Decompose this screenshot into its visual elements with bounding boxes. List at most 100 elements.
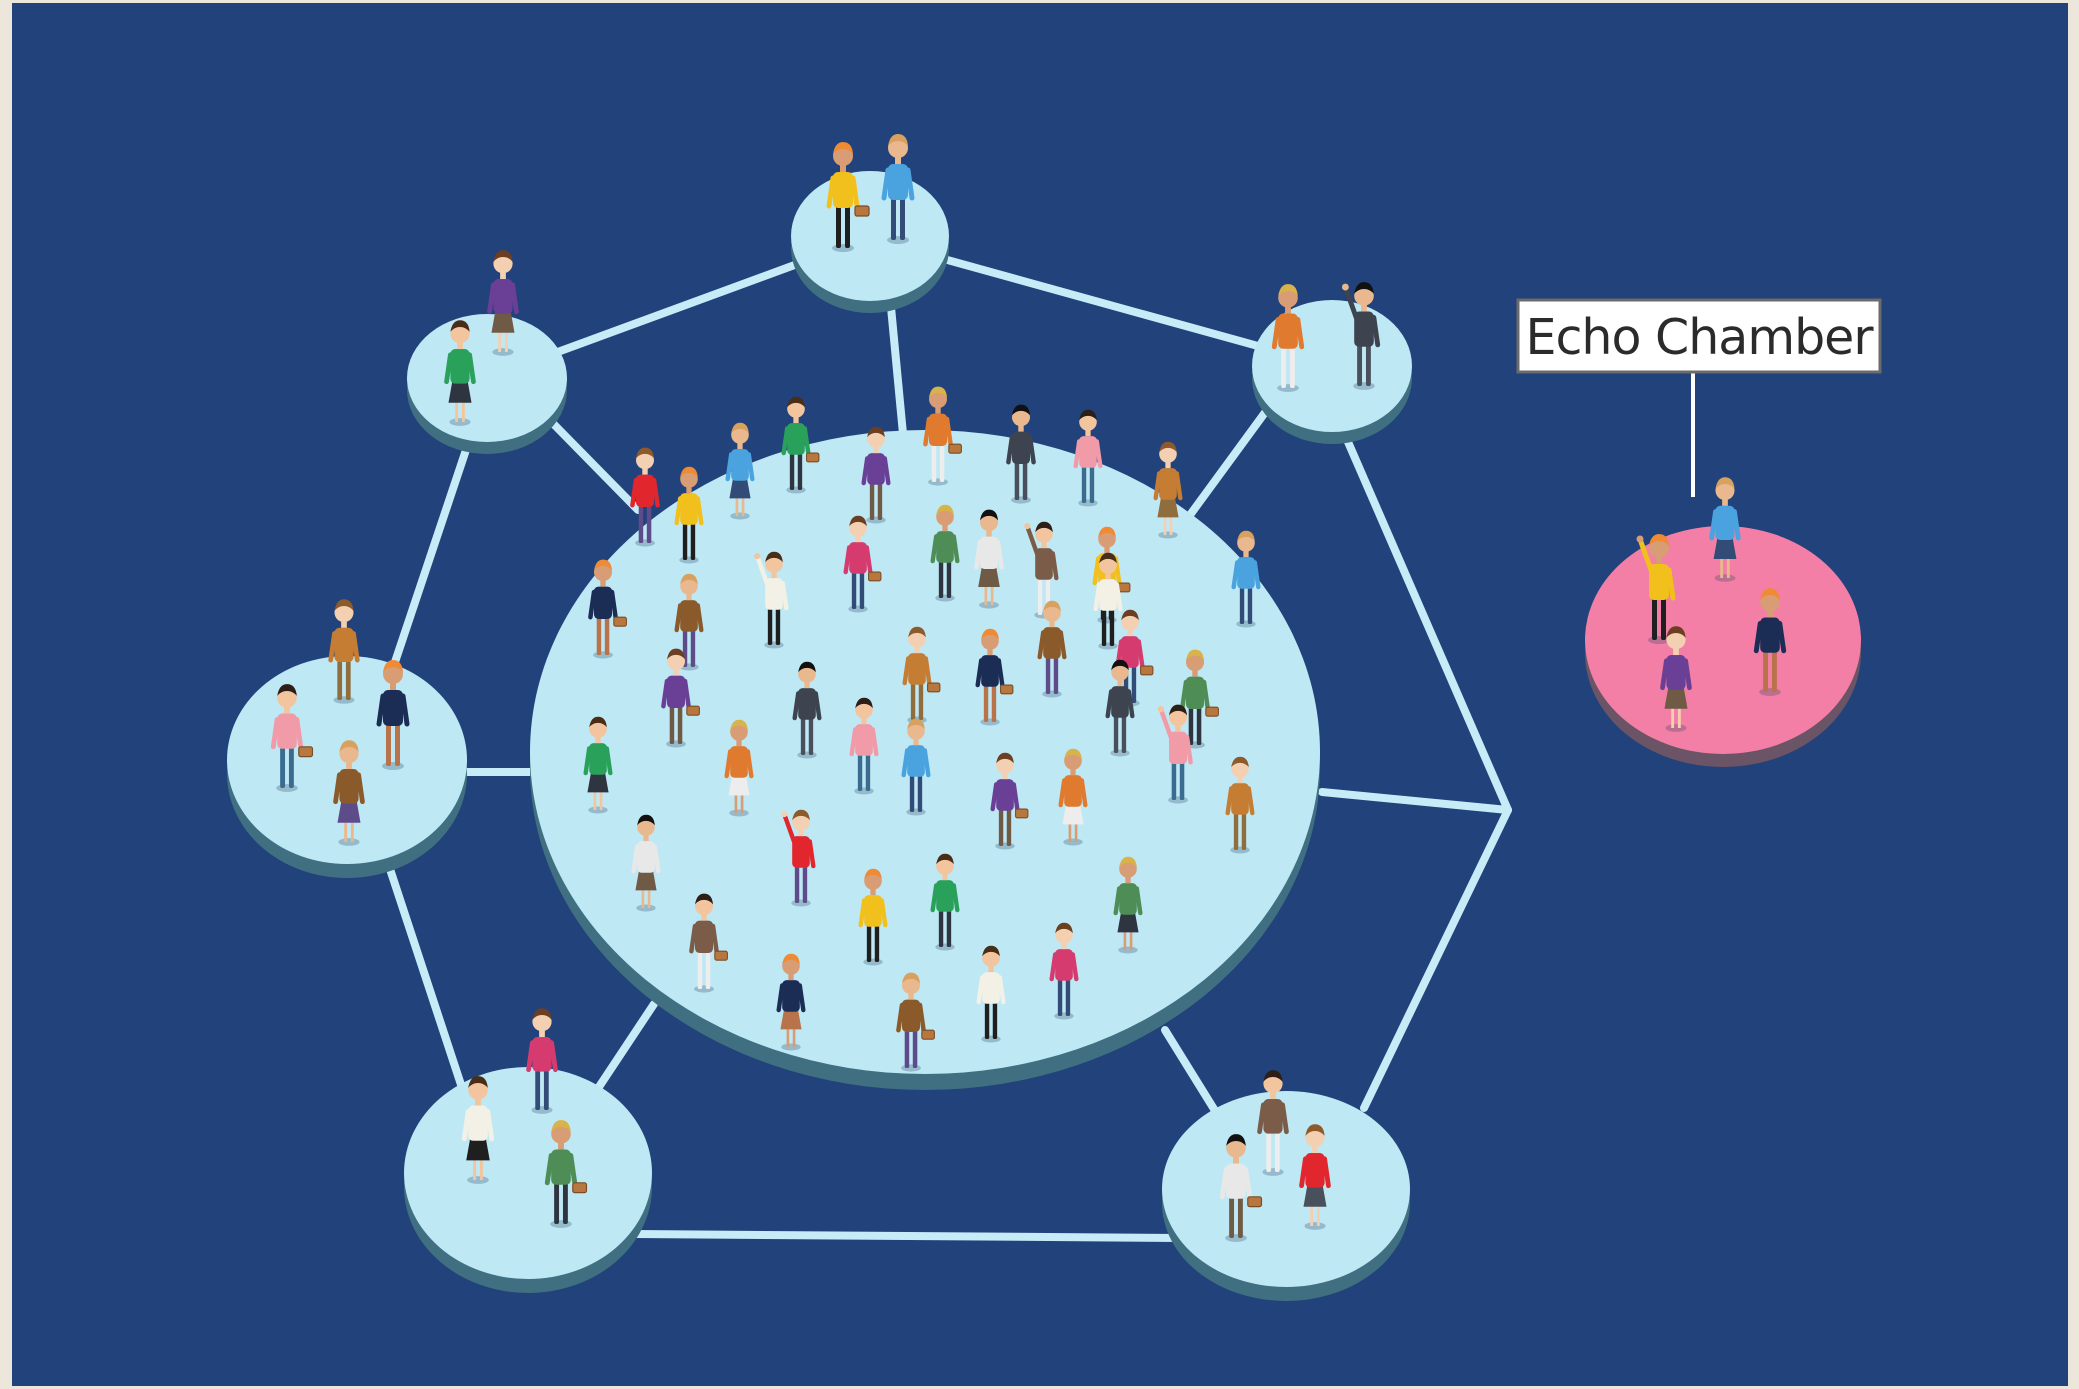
person-figure — [776, 953, 806, 1051]
person-right-leg — [504, 332, 508, 352]
person-raised-hand — [1341, 283, 1349, 291]
person-left-leg — [1113, 716, 1119, 753]
person-neck — [988, 965, 994, 973]
person-hair — [1278, 284, 1298, 296]
person-left-leg — [455, 402, 459, 422]
person-head — [929, 390, 947, 409]
person-head — [636, 451, 654, 470]
person-right-leg — [690, 523, 696, 560]
person-left-leg — [1229, 1196, 1235, 1238]
person-torso — [1354, 311, 1374, 347]
person-right-leg — [1169, 517, 1173, 535]
person-left-arm — [975, 658, 984, 688]
person-shadow — [1714, 574, 1736, 582]
person-hair — [936, 504, 954, 516]
person-left-arm — [1073, 439, 1082, 469]
person-figure — [896, 972, 935, 1072]
person-right-leg — [1289, 346, 1295, 388]
person-hair — [730, 719, 748, 731]
person-left-leg — [473, 1160, 477, 1180]
person-left-arm — [1180, 679, 1189, 710]
person-head — [1055, 926, 1073, 944]
person-hair — [792, 809, 810, 821]
person-right-arm — [1011, 782, 1020, 812]
person-head — [787, 400, 805, 418]
person-head — [493, 254, 513, 274]
person-torso — [468, 1105, 488, 1141]
person-shadow — [797, 751, 817, 759]
person-right-arm — [797, 983, 806, 1013]
person-hair — [1098, 526, 1116, 538]
person-neck — [798, 829, 804, 837]
person-left-arm — [923, 416, 932, 447]
person-left-arm — [776, 983, 785, 1013]
person-raised-arm — [782, 814, 797, 844]
person-left-leg — [938, 910, 944, 947]
person-figure — [661, 648, 700, 748]
person-raised-hand — [1157, 705, 1165, 713]
briefcase-icon — [868, 571, 882, 582]
person-right-leg — [647, 890, 651, 908]
person-right-leg — [946, 561, 952, 598]
person-head — [637, 818, 655, 836]
person-shadow — [1078, 499, 1098, 507]
person-raised-arm — [1159, 709, 1174, 740]
person-torso — [1186, 676, 1204, 709]
person-left-leg — [593, 792, 597, 810]
person-shadow — [979, 601, 999, 609]
person-right-leg — [740, 795, 744, 813]
connector-lower-right-to-center — [1161, 1026, 1226, 1126]
person-left-arm — [526, 1040, 535, 1073]
person-right-leg — [1022, 462, 1028, 500]
person-figure — [1231, 530, 1261, 628]
person-left-leg — [1045, 657, 1051, 694]
person-right-arm — [1070, 952, 1079, 982]
person-figure — [1299, 1124, 1331, 1230]
person-torso — [551, 1149, 571, 1185]
person-right-arm — [1201, 679, 1210, 710]
briefcase-icon — [613, 616, 627, 627]
person-left-leg — [857, 754, 863, 791]
person-raised-arm — [1343, 287, 1359, 320]
person-neck — [341, 620, 347, 628]
person-left-leg — [786, 1029, 790, 1047]
person-head — [667, 652, 685, 671]
person-left-arm — [674, 603, 683, 633]
person-neck — [1104, 546, 1110, 554]
person-left-arm — [661, 678, 670, 709]
person-shadow — [995, 842, 1015, 850]
person-torso — [907, 745, 925, 777]
person-neck — [1233, 1155, 1239, 1164]
person-torso — [730, 746, 748, 778]
person-left-leg — [1281, 346, 1287, 388]
person-left-arm — [630, 477, 639, 508]
person-right-arm — [1126, 689, 1135, 719]
person-figure — [1636, 534, 1676, 644]
person-right-arm — [746, 452, 755, 482]
person-figure — [588, 559, 627, 659]
person-right-leg — [992, 1002, 998, 1039]
person-right-arm — [1184, 734, 1193, 765]
person-left-leg — [891, 198, 896, 240]
person-right-leg — [1274, 1131, 1280, 1172]
person-shadow — [1225, 1234, 1247, 1242]
person-hair — [532, 1008, 552, 1020]
person-left-leg — [1123, 932, 1127, 950]
person-torso — [1666, 655, 1686, 690]
person-left-arm — [1299, 1156, 1308, 1189]
person-left-leg — [669, 706, 675, 744]
person-head — [849, 519, 867, 537]
person-hair — [1043, 600, 1061, 612]
person-hair — [1186, 649, 1204, 661]
person-figure — [1058, 748, 1088, 846]
person-head — [782, 957, 800, 975]
person-neck — [1018, 424, 1024, 432]
person-left-leg — [1357, 344, 1363, 386]
person-torso — [680, 600, 698, 632]
person-figure — [1660, 626, 1692, 732]
person-torso — [334, 627, 354, 662]
person-left-arm — [881, 167, 891, 201]
person-neck — [1285, 305, 1291, 314]
person-figure — [1219, 1134, 1263, 1242]
person-figure — [376, 660, 410, 770]
